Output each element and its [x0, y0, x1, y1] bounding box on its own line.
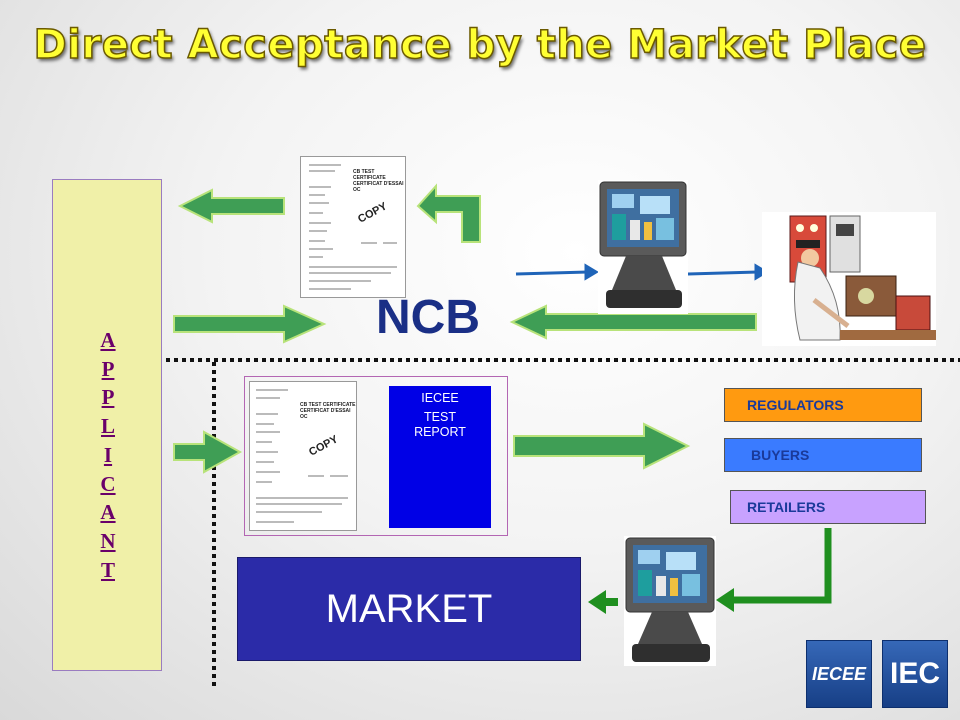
arrow-computer-to-market: [588, 590, 618, 614]
arrow-to-computer-head: [584, 263, 599, 281]
arrow-ncb-to-certificate: [416, 183, 481, 243]
market-label: MARKET: [325, 586, 493, 631]
arrow-retailers-head: [716, 588, 734, 612]
iecee-logo: IECEE: [806, 640, 872, 708]
report-frame: [244, 376, 508, 536]
applicant-letter: A: [100, 500, 116, 525]
applicant-letter: A: [100, 328, 116, 352]
cb-certificate-bottom: CB TEST CERTIFICATE CERTIFICAT D'ESSAI O…: [249, 381, 357, 531]
ncb-label: NCB: [376, 291, 480, 344]
iec-logo: IEC: [882, 640, 948, 708]
certificate-heading: CB TEST CERTIFICATE CERTIFICAT D'ESSAI O…: [353, 169, 405, 193]
certificate-text-lines: [256, 389, 348, 523]
buyers-box: BUYERS: [724, 438, 922, 472]
applicant-letter: P: [101, 356, 115, 381]
applicant-box: A P P L I C A N T: [52, 179, 162, 671]
applicant-letter: T: [100, 557, 115, 582]
applicant-letter: P: [101, 385, 115, 410]
lab-technician-illustration: [762, 212, 936, 346]
arrow-lab-to-ncb: [509, 304, 757, 340]
arrow-retailers-to-computer: [730, 528, 832, 604]
arrow-to-lab-head: [754, 263, 769, 281]
regulators-box: REGULATORS: [724, 388, 922, 422]
certificate-heading-line1: CB TEST CERTIFICATE: [300, 402, 356, 408]
page-title: Direct Acceptance by the Market Place: [33, 21, 927, 69]
applicant-label: A P P L I C A N T: [53, 326, 163, 584]
certificate-text-lines: [309, 164, 397, 290]
certificate-heading-line2: CERTIFICAT D'ESSAI OC: [300, 408, 351, 420]
iecee-test-report: IECEE TEST REPORT: [389, 386, 491, 528]
report-line-report: REPORT: [414, 425, 466, 439]
applicant-letter: L: [100, 414, 115, 439]
report-line-iecee: IECEE: [421, 391, 459, 405]
market-box: MARKET: [237, 557, 581, 661]
arrow-applicant-to-ncb: [173, 304, 327, 344]
retailers-box: RETAILERS: [730, 490, 926, 524]
certificate-heading-line2: CERTIFICAT D'ESSAI OC: [353, 181, 404, 193]
certificate-heading-line1: CB TEST CERTIFICATE: [353, 169, 386, 181]
applicant-letter: I: [103, 442, 113, 467]
computer-icon-top: [598, 180, 688, 314]
applicant-letter: N: [100, 528, 116, 553]
arrow-applicant-to-report: [173, 430, 243, 474]
applicant-letter: C: [100, 471, 116, 496]
cb-certificate-top: CB TEST CERTIFICATE CERTIFICAT D'ESSAI O…: [300, 156, 406, 298]
arrow-to-applicant: [177, 188, 285, 224]
arrow-report-to-market: [513, 422, 691, 470]
computer-icon-bottom: [624, 536, 716, 666]
report-line-test: TEST: [424, 410, 456, 424]
certificate-heading: CB TEST CERTIFICATE CERTIFICAT D'ESSAI O…: [300, 402, 356, 420]
